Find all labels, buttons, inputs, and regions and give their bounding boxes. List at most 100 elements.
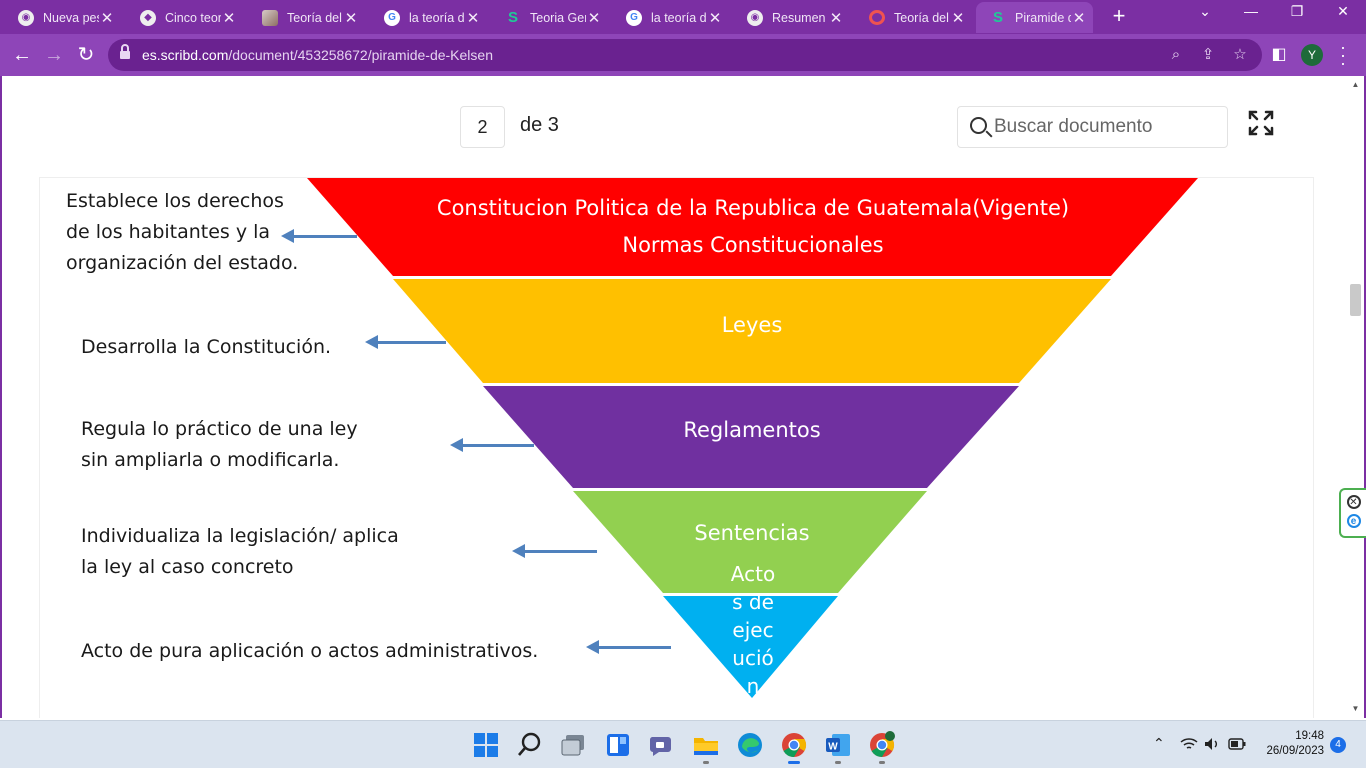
description-level-3: Regula lo práctico de una ley sin amplia… [81,418,358,471]
scrollbar[interactable]: ▲ ▼ [1349,76,1362,718]
tab-title: Teoría del Estado [287,10,343,25]
tab-3[interactable]: Teoría del Estado ✕ [248,2,365,33]
page-number-input[interactable]: 2 [460,106,505,148]
word-icon[interactable]: W [824,731,852,764]
pyramid-level-2-label: Leyes [721,313,783,337]
tab-2[interactable]: ◆ Cinco teorías ✕ [126,2,243,33]
document-search[interactable] [957,106,1228,148]
address-bar[interactable]: es.scribd.com/document/453258672/piramid… [108,39,1262,71]
description-level-4: Individualiza la legislación/ aplica la … [81,525,399,578]
scroll-thumb[interactable] [1350,284,1361,316]
chrome-icon[interactable] [780,731,808,764]
arrow-level-5 [586,640,671,654]
forward-button[interactable]: → [44,44,64,66]
tab-strip: ◉ Nueva pestaña ✕ ◆ Cinco teorías ✕ Teor… [0,0,1366,34]
tab-title: Teoria General [530,10,586,25]
reload-button[interactable]: ↻ [77,44,95,66]
menu-icon[interactable]: ··· [1340,37,1346,73]
close-icon[interactable]: ✕ [829,9,843,27]
lock-icon [120,44,130,60]
tab-8[interactable]: Teoría del ✕ [855,2,972,33]
close-icon[interactable]: ✕ [951,9,965,27]
close-icon[interactable]: ✕ [708,9,722,27]
share-icon[interactable]: ⇪ [1201,46,1215,63]
tab-title: la teoría del [651,10,707,25]
arrow-level-1 [281,229,357,243]
close-icon[interactable]: ✕ [100,9,114,27]
chevron-up-icon[interactable]: ⌃ [1153,735,1165,751]
tab-title: la teoría del [409,10,465,25]
clock[interactable]: 19:48 26/09/2023 [1256,729,1324,759]
tab-title: Resumen g [772,10,828,25]
close-icon[interactable]: ✕ [1072,9,1086,27]
tab-title: Cinco teorías [165,10,221,25]
site-icon: ◉ [747,9,763,26]
arrow-level-2 [365,335,446,349]
tab-title: Piramide de Kelsen [1015,10,1071,25]
edge-icon[interactable] [736,731,764,759]
bookmark-star-icon[interactable]: ☆ [1233,46,1247,63]
file-explorer-icon[interactable] [692,731,720,764]
scroll-up-icon[interactable]: ▲ [1351,80,1360,89]
scroll-down-icon[interactable]: ▼ [1351,704,1360,713]
pyramid-level-5 [663,596,838,698]
extension-side-widget[interactable]: ✕ e [1339,488,1366,538]
pyramid-level-1-label: Constitucion Politica de la Republica de… [436,196,1070,257]
close-icon[interactable]: ✕ [222,9,236,27]
zoom-icon[interactable]: ⌕ [1171,46,1181,63]
widgets-icon[interactable] [604,731,632,759]
tab-7[interactable]: ◉ Resumen g ✕ [733,2,850,33]
close-icon[interactable]: ✕ [1346,495,1361,509]
chrome-icon: ◉ [18,9,34,26]
tab-1[interactable]: ◉ Nueva pestaña ✕ [4,2,121,33]
tab-4[interactable]: G la teoría del ✕ [370,2,487,33]
google-icon: G [384,9,400,26]
site-icon: ◆ [140,9,156,26]
pyramid-level-1 [307,178,1198,276]
tab-active[interactable]: S Piramide de Kelsen ✕ [976,2,1093,33]
extension-e-icon[interactable]: e [1346,514,1361,528]
google-icon: G [626,9,642,26]
search-icon[interactable] [516,731,544,759]
back-button[interactable]: ← [12,44,32,66]
fullscreen-icon[interactable] [1247,109,1275,137]
close-icon[interactable]: ✕ [466,9,480,27]
search-input[interactable] [994,115,1219,139]
profile-avatar[interactable]: Y [1301,44,1323,66]
side-panel-icon[interactable]: ◧ [1271,46,1287,63]
close-window-button[interactable]: ✕ [1337,3,1349,19]
clock-date: 26/09/2023 [1266,745,1324,757]
tab-search-icon[interactable]: ⌄ [1199,3,1211,19]
start-icon[interactable] [472,731,500,759]
battery-icon[interactable] [1228,738,1246,750]
arrow-level-3 [450,438,534,452]
maximize-button[interactable]: ❐ [1290,3,1304,19]
notification-badge[interactable]: 4 [1330,737,1346,753]
arrow-level-4 [512,544,597,558]
kelsen-pyramid [307,178,1198,698]
document-page: Constitucion Politica de la Republica de… [39,177,1314,718]
ring-favicon-icon [869,10,885,25]
browser-toolbar: ← → ↻ es.scribd.com/document/453258672/p… [0,34,1366,76]
chrome-profile-icon[interactable] [868,731,896,764]
pyramid-level-4 [573,491,927,593]
clock-time: 19:48 [1295,730,1324,742]
close-icon[interactable]: ✕ [344,9,358,27]
close-icon[interactable]: ✕ [587,9,601,27]
new-tab-button[interactable]: + [1112,3,1126,28]
wifi-icon[interactable] [1180,737,1198,751]
pyramid-level-2 [393,279,1111,383]
volume-icon[interactable] [1204,737,1220,751]
pyramid-level-3 [483,386,1019,488]
chat-icon[interactable] [648,731,676,759]
tab-title: Nueva pestaña [43,10,99,25]
tab-6[interactable]: G la teoría del ✕ [612,2,729,33]
description-level-5: Acto de pura aplicación o actos administ… [81,640,539,662]
tab-5[interactable]: S Teoria General ✕ [491,2,608,33]
minimize-button[interactable]: — [1244,3,1258,19]
search-icon [970,117,993,139]
task-view-icon[interactable] [560,731,588,759]
scribd-icon: S [992,9,1003,26]
tab-title: Teoría del [894,10,949,25]
page-content: 2 de 3 Constitucion Politica de la Repub… [0,76,1366,718]
